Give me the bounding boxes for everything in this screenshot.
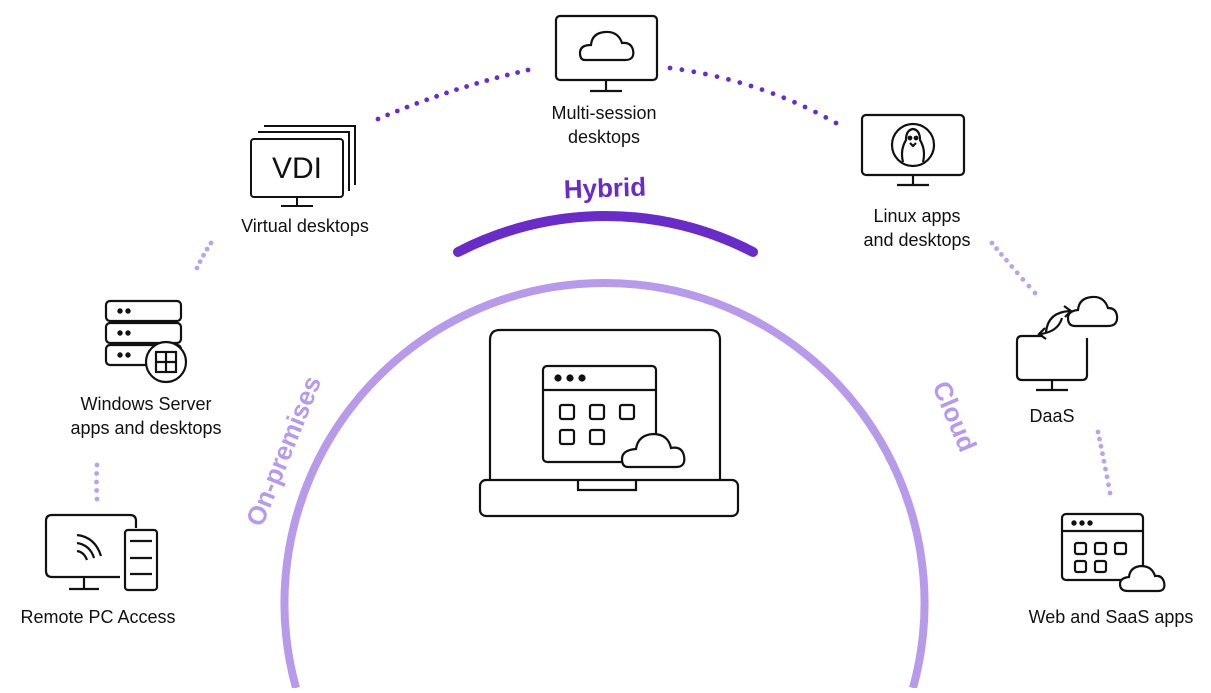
connector-dot <box>464 84 469 89</box>
connector-dot <box>1098 443 1104 449</box>
connector-dot <box>1009 264 1015 269</box>
connector-dot <box>474 81 480 86</box>
connector-dot <box>1101 458 1107 464</box>
connector-dots-light <box>94 240 1113 502</box>
connector-dot <box>802 104 808 110</box>
web-app-cloud-icon <box>1060 512 1166 593</box>
vdi-monitor-icon: VDI <box>250 125 356 207</box>
hybrid-label: Hybrid <box>563 172 646 205</box>
connector-dot <box>1032 290 1038 296</box>
linux-line1: Linux apps <box>873 206 961 226</box>
linux-label: Linux apps and desktops <box>863 204 970 252</box>
connector-dot <box>414 101 420 106</box>
vdi-badge: VDI <box>272 152 322 185</box>
connector-dot <box>737 80 743 85</box>
connector-dot <box>454 87 459 92</box>
windows-server-label: Windows Server apps and desktops <box>70 392 221 440</box>
connector-dot <box>679 67 685 73</box>
remote-pc-icon <box>44 513 159 592</box>
connector-dot <box>197 259 203 264</box>
connector-dot <box>1103 466 1108 472</box>
connector-dot <box>94 479 99 485</box>
daas-label: DaaS <box>1029 406 1075 426</box>
connector-dot <box>703 71 708 77</box>
connector-dot <box>999 252 1004 257</box>
connector-dot <box>1106 482 1111 488</box>
main-arc <box>280 279 929 690</box>
connector-dot <box>781 95 787 101</box>
hybrid-arc <box>453 211 758 257</box>
connector-dot <box>691 69 697 75</box>
cloud-label: Cloud <box>926 377 982 457</box>
connector-dot <box>994 246 999 252</box>
connector-dot <box>748 83 754 89</box>
connector-dot <box>375 116 381 122</box>
connector-dot <box>194 265 200 271</box>
connector-dot <box>434 93 439 99</box>
connector-dot <box>833 120 839 126</box>
connector-dot <box>404 104 410 110</box>
connector-dot <box>770 91 776 96</box>
connector-dot <box>823 115 829 120</box>
connector-dot <box>208 240 214 246</box>
connector-dot <box>667 65 673 71</box>
connector-dot <box>504 72 510 78</box>
connector-dot <box>1097 436 1102 442</box>
connector-dot <box>484 78 490 83</box>
multi-session-label: Multi-session desktops <box>551 101 656 149</box>
connector-dot <box>204 246 210 252</box>
connector-dot <box>94 471 99 476</box>
connector-dot <box>385 112 390 118</box>
remote-pc-label: Remote PC Access <box>20 607 176 627</box>
multi-session-line1: Multi-session <box>551 103 657 123</box>
connector-dot <box>94 496 100 502</box>
connector-dot <box>1004 257 1009 263</box>
connector-dot <box>813 109 818 115</box>
linux-monitor-icon <box>860 113 966 187</box>
connector-dot <box>726 77 731 82</box>
connector-dot <box>714 74 720 79</box>
connector-dot <box>94 462 100 468</box>
connector-dot <box>1104 474 1110 480</box>
connector-dot <box>494 75 500 81</box>
monitor-cloud-icon <box>554 14 659 93</box>
windows-server-line2: apps and desktops <box>70 418 222 438</box>
connector-dot <box>1020 277 1026 282</box>
connector-dot <box>424 97 430 103</box>
connector-dot <box>792 99 797 105</box>
center-laptop-icon <box>478 328 740 518</box>
connector-dot <box>759 87 765 92</box>
virtual-desktops-label: Virtual desktops <box>241 216 369 236</box>
connector-dot <box>989 240 995 246</box>
connector-dot <box>515 70 520 75</box>
linux-line2: and desktops <box>863 230 971 250</box>
connector-dot <box>201 252 206 258</box>
monitor-sync-cloud-icon <box>1015 295 1119 392</box>
connector-dot <box>1107 490 1113 496</box>
web-saas-label: Web and SaaS apps <box>1028 607 1194 627</box>
connector-dot <box>394 108 400 114</box>
on-premises-label: On-premises <box>240 372 327 531</box>
connector-dot <box>1095 429 1101 435</box>
connector-dot <box>94 488 99 493</box>
multi-session-line2: desktops <box>567 127 641 147</box>
connector-dot <box>1100 451 1105 457</box>
connector-dot <box>1014 270 1020 276</box>
connector-dots <box>375 65 839 126</box>
connector-dot <box>525 67 531 73</box>
windows-server-line1: Windows Server <box>80 394 212 414</box>
connector-dot <box>1026 283 1032 289</box>
server-windows-icon <box>104 299 188 384</box>
connector-dot <box>444 90 449 96</box>
